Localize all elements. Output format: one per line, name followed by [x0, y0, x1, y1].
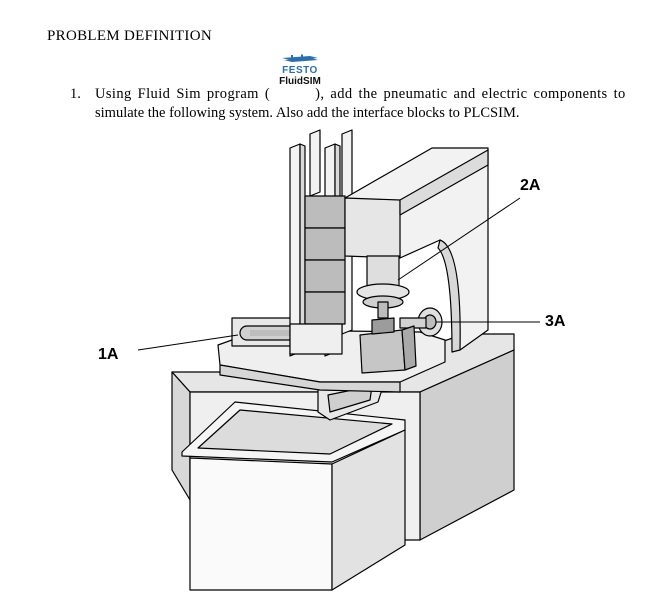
bin-front [189, 457, 333, 591]
item-number: 1. [70, 86, 81, 102]
cylinder-1a-frame [231, 317, 301, 347]
cylinder-3a [417, 307, 443, 337]
item-line-1-after: ), add the pneumatic and electric compon… [315, 86, 626, 102]
base-cabinet-top [171, 333, 515, 393]
logo-brand-text: FESTO [282, 65, 318, 76]
clamp-block [359, 329, 406, 374]
magazine-rail-right [341, 129, 353, 335]
workpiece-stack-4 [304, 291, 346, 325]
workpiece-stack-2 [304, 227, 346, 261]
base-cabinet-front [171, 371, 191, 501]
cylinder-2a-body [366, 255, 400, 291]
base-cabinet-face [189, 391, 421, 541]
label-1a: 1A [98, 346, 119, 363]
press-frame-arch [437, 239, 461, 353]
workpiece-stack-1 [304, 195, 346, 229]
base-cabinet-right [419, 349, 515, 541]
press-frame-arm [344, 197, 401, 259]
item-line-2: simulate the following system. Also add … [95, 105, 520, 121]
item-line-1-before: Using Fluid Sim program ( [95, 86, 271, 102]
label-2a: 2A [520, 177, 541, 194]
label-3a: 3A [545, 313, 566, 330]
bin-inner [197, 409, 393, 455]
logo-product-text: FluidSIM [279, 76, 321, 87]
fluidsim-logo-icon: FESTO FluidSIM [274, 54, 326, 88]
bin-side [331, 429, 406, 591]
workpiece-stack-3 [304, 259, 346, 293]
worktable [217, 329, 446, 383]
item-line-1: Using Fluid Sim program ( ), add the pneu… [95, 85, 626, 104]
bin-rim [181, 401, 406, 463]
press-frame-front [344, 147, 489, 351]
section-heading: PROBLEM DEFINITION [47, 28, 212, 44]
chute [317, 375, 386, 421]
magazine-rail-mid [324, 143, 336, 357]
cylinder-1a [239, 325, 299, 341]
magazine-rail-left [289, 143, 301, 357]
magazine-rail-back [309, 129, 321, 197]
